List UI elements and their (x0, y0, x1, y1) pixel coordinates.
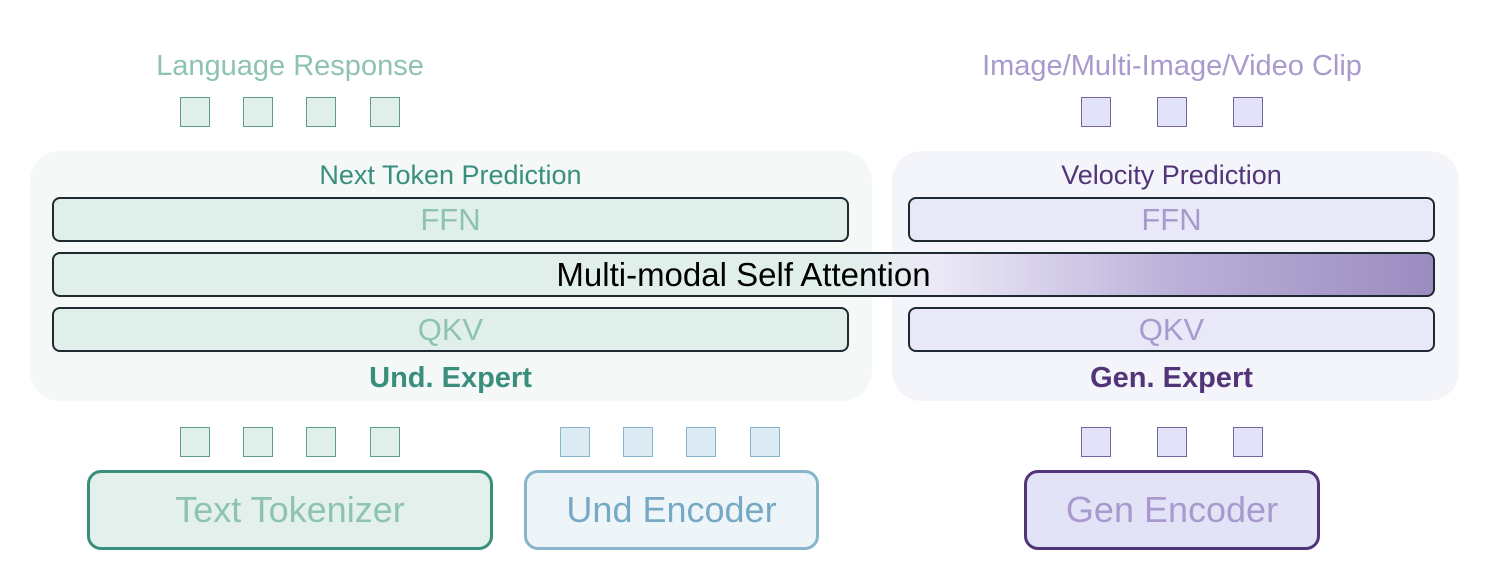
input-text-token (306, 427, 336, 457)
output-image-token (1157, 97, 1187, 127)
und-qkv-block: QKV (52, 307, 849, 352)
text-tokenizer-label: Text Tokenizer (175, 489, 405, 530)
input-gen-token (1157, 427, 1187, 457)
gen-expert-name: Gen. Expert (1090, 362, 1253, 394)
output-text-token (180, 97, 210, 127)
input-text-token (180, 427, 210, 457)
input-und-token (686, 427, 716, 457)
und-expert-name: Und. Expert (369, 362, 532, 394)
language-response-label: Language Response (156, 50, 424, 82)
und-ffn-label: FFN (420, 201, 481, 237)
und-encoder-block: Und Encoder (524, 470, 819, 550)
gen-encoder-label: Gen Encoder (1065, 489, 1279, 530)
output-image-token (1081, 97, 1111, 127)
gen-ffn-block: FFN (908, 197, 1435, 242)
input-und-token (560, 427, 590, 457)
input-gen-token (1081, 427, 1111, 457)
gen-ffn-label: FFN (1141, 201, 1202, 237)
input-und-token (750, 427, 780, 457)
velocity-prediction-label: Velocity Prediction (1061, 160, 1282, 190)
input-text-token (370, 427, 400, 457)
input-text-token (243, 427, 273, 457)
multimodal-self-attention-block: Multi-modal Self Attention (52, 252, 1435, 297)
und-encoder-label: Und Encoder (566, 489, 777, 530)
image-output-label: Image/Multi-Image/Video Clip (982, 50, 1362, 82)
next-token-prediction-label: Next Token Prediction (319, 160, 582, 190)
gen-encoder-block: Gen Encoder (1024, 470, 1320, 550)
und-ffn-block: FFN (52, 197, 849, 242)
input-gen-token (1233, 427, 1263, 457)
output-text-token (306, 97, 336, 127)
multimodal-self-attention-label: Multi-modal Self Attention (556, 255, 931, 293)
output-text-token (370, 97, 400, 127)
output-text-token (243, 97, 273, 127)
gen-qkv-block: QKV (908, 307, 1435, 352)
gen-qkv-label: QKV (1138, 311, 1205, 347)
input-und-token (623, 427, 653, 457)
output-image-token (1233, 97, 1263, 127)
und-qkv-label: QKV (417, 311, 484, 347)
text-tokenizer-block: Text Tokenizer (87, 470, 493, 550)
